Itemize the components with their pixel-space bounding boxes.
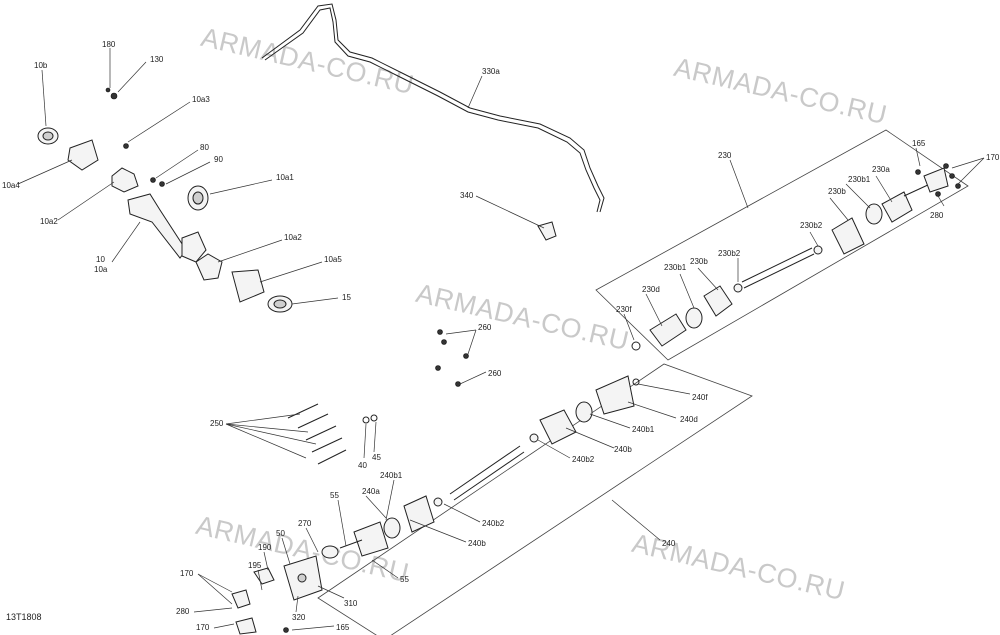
- callout-label: 280: [176, 607, 190, 616]
- callout-label: 230a: [872, 165, 890, 174]
- callout-label: 170: [986, 153, 1000, 162]
- callout-label: 320: [292, 613, 306, 622]
- callout-label: 280: [930, 211, 944, 220]
- callout-label: 270: [298, 519, 312, 528]
- callout-label: 180: [102, 40, 116, 49]
- callout-label: 330a: [482, 67, 500, 76]
- callout-label: 230b2: [800, 221, 823, 230]
- callout-label: 240b1: [632, 425, 655, 434]
- callout-label: 170: [196, 623, 210, 632]
- callout-label: 240b: [468, 539, 486, 548]
- callout-label: 10a2: [40, 217, 58, 226]
- callout-label: 195: [248, 561, 262, 570]
- callout-label: 250: [210, 419, 224, 428]
- callout-label: 165: [912, 139, 926, 148]
- callout-label: 45: [372, 453, 381, 462]
- callout-label: 240f: [692, 393, 708, 402]
- rear-driveshaft-240: [231, 329, 640, 635]
- callout-label: 230: [718, 151, 732, 160]
- callout-label: 40: [358, 461, 367, 470]
- callout-label: 10: [96, 255, 105, 264]
- callout-label: 240b1: [380, 471, 403, 480]
- callout-label: 10a4: [2, 181, 20, 190]
- group-outline-230: [595, 129, 969, 361]
- callout-label: 230b: [690, 257, 708, 266]
- callout-label: 15: [342, 293, 351, 302]
- leader-lines: [17, 48, 985, 631]
- callout-label: 90: [214, 155, 223, 164]
- bolts-250: [287, 403, 347, 465]
- group-outline-240: [317, 363, 753, 635]
- propshaft-assembly: [37, 87, 293, 313]
- callout-label: 310: [344, 599, 358, 608]
- bracket-340: [537, 221, 557, 241]
- callout-label: 240: [662, 539, 676, 548]
- front-driveshaft-230: [631, 163, 961, 351]
- callout-label: 10a5: [324, 255, 342, 264]
- callout-label: 10a: [94, 265, 108, 274]
- callout-label: 10a1: [276, 173, 294, 182]
- callout-labels: 180 130 10b 10a3 10a4 80 90 10a2 10a1 10…: [2, 40, 1000, 632]
- callout-label: 260: [488, 369, 502, 378]
- callout-label: 240b: [614, 445, 632, 454]
- callout-label: 230b1: [664, 263, 687, 272]
- callout-label: 130: [150, 55, 164, 64]
- brake-line-330a: [261, 3, 605, 213]
- callout-label: 50: [276, 529, 285, 538]
- callout-label: 340: [460, 191, 474, 200]
- callout-label: 240b2: [572, 455, 595, 464]
- callout-label: 10a2: [284, 233, 302, 242]
- callout-label: 230b1: [848, 175, 871, 184]
- callout-label: 170: [180, 569, 194, 578]
- callout-label: 240d: [680, 415, 698, 424]
- callout-label: 55: [330, 491, 339, 500]
- callout-label: 190: [258, 543, 272, 552]
- diagram-reference-code: 13T1808: [6, 612, 42, 622]
- callout-label: 240b2: [482, 519, 505, 528]
- callout-label: 165: [336, 623, 350, 632]
- callout-label: 80: [200, 143, 209, 152]
- callout-label: 240a: [362, 487, 380, 496]
- callout-label: 10a3: [192, 95, 210, 104]
- callout-label: 230d: [642, 285, 660, 294]
- callout-label: 230f: [616, 305, 632, 314]
- callout-label: 230b2: [718, 249, 741, 258]
- callout-label: 260: [478, 323, 492, 332]
- callout-label: 230b: [828, 187, 846, 196]
- callout-label: 10b: [34, 61, 48, 70]
- callout-label: 55: [400, 575, 409, 584]
